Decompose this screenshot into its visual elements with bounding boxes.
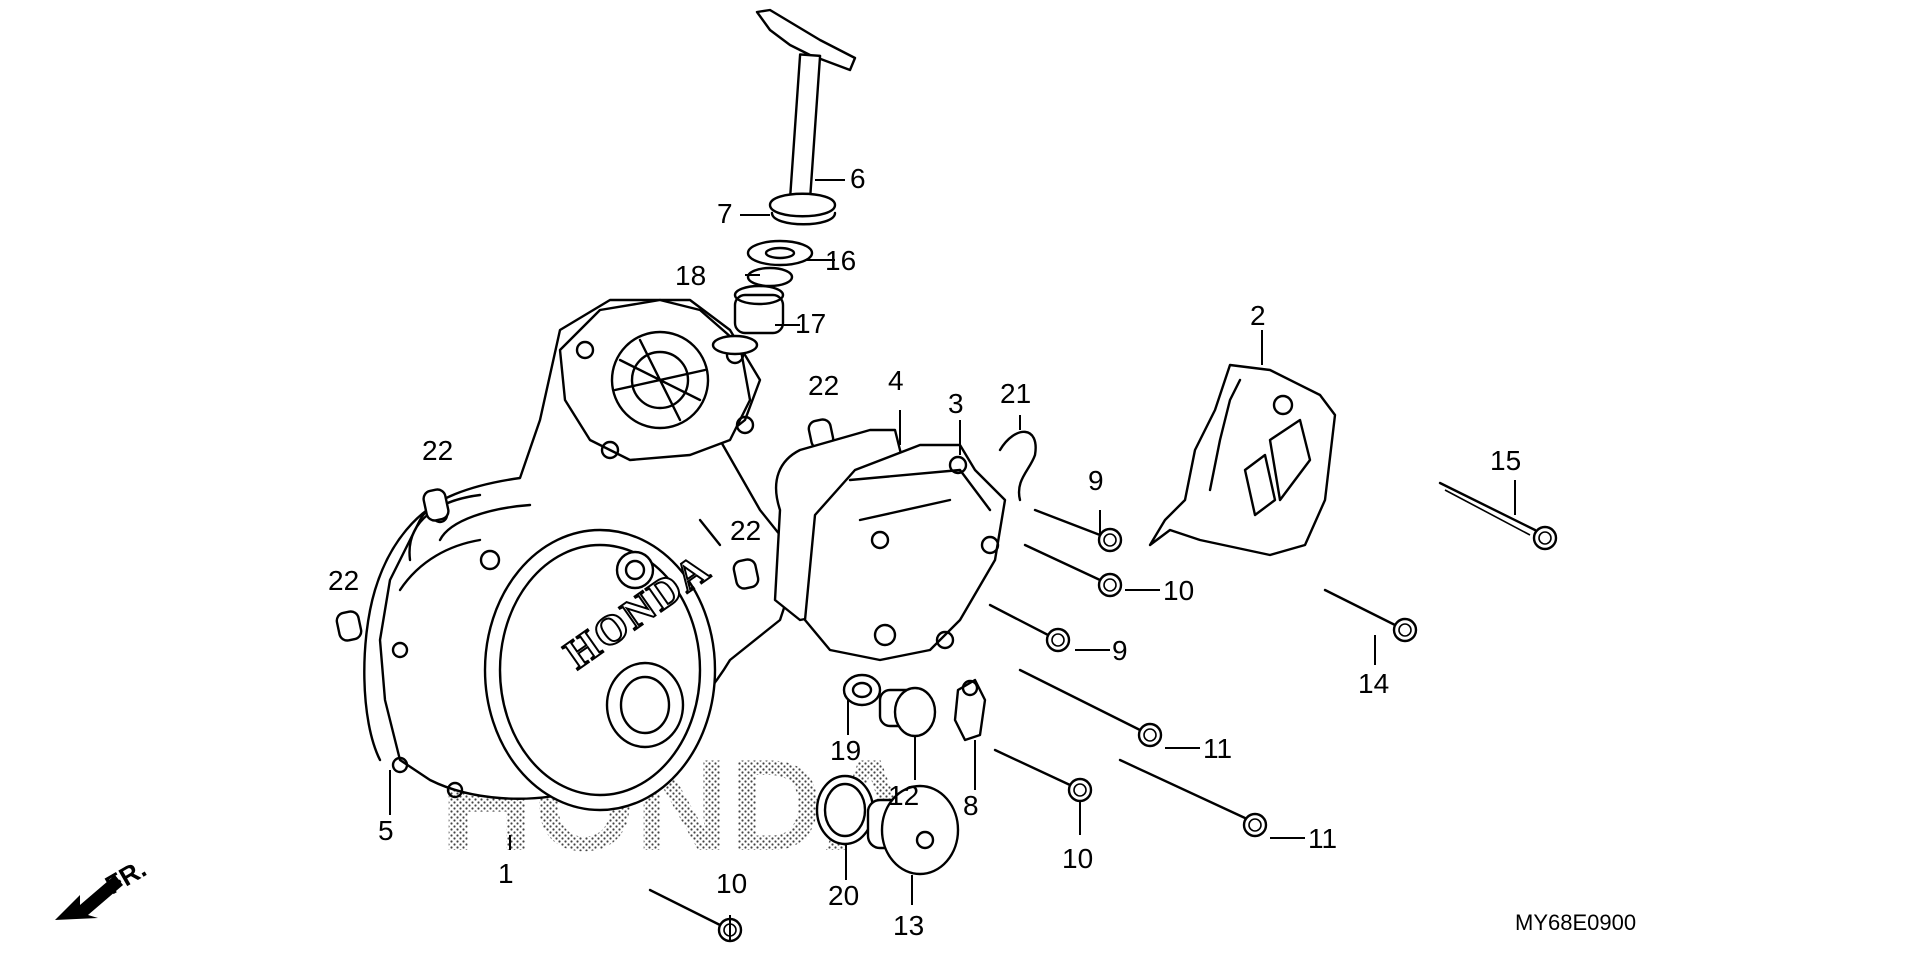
small-cover-and-gasket	[773, 428, 1007, 662]
callout-5: 5	[378, 815, 394, 846]
callout-22-left-upper: 22	[422, 435, 453, 466]
callout-6: 6	[850, 163, 866, 194]
callout-15: 15	[1490, 445, 1521, 476]
callout-10-middle: 10	[1062, 843, 1093, 874]
callout-7: 7	[717, 198, 733, 229]
hose-clip	[998, 430, 1037, 502]
water-pump-shaft-assembly	[711, 8, 857, 356]
cover-gasket	[363, 498, 447, 762]
left-crankcase-cover: HONDA	[378, 298, 802, 812]
callout-11-lower: 11	[1308, 823, 1337, 854]
callout-14: 14	[1358, 668, 1389, 699]
plugs-and-seals	[815, 673, 987, 876]
callout-20: 20	[828, 880, 859, 911]
callout-12: 12	[888, 780, 919, 811]
diagram-code: MY68E0900	[1515, 910, 1636, 935]
callout-10-upper: 10	[1163, 575, 1194, 606]
callout-16: 16	[825, 245, 856, 276]
callout-9-lower: 9	[1112, 635, 1128, 666]
callout-3: 3	[948, 388, 964, 419]
callout-8: 8	[963, 790, 979, 821]
front-arrow-icon	[55, 875, 123, 920]
callout-labels: 1 2 3 4 5 6 7 8 9 9 10 10 10 11 11 12 13…	[328, 163, 1636, 941]
callout-1: 1	[498, 858, 514, 889]
bolts	[648, 481, 1558, 943]
dowel-pins	[335, 418, 835, 642]
callout-9-upper: 9	[1088, 465, 1104, 496]
callout-22-center: 22	[730, 515, 761, 546]
leader-lines	[389, 179, 1516, 942]
drive-sprocket-cover	[1148, 363, 1337, 557]
callout-17: 17	[795, 308, 826, 339]
callout-11-upper: 11	[1203, 733, 1232, 764]
callout-10-bottom: 10	[716, 868, 747, 899]
callout-18: 18	[675, 260, 706, 291]
callout-19: 19	[830, 735, 861, 766]
callout-4: 4	[888, 365, 904, 396]
callout-13: 13	[893, 910, 924, 941]
callout-2: 2	[1250, 300, 1266, 331]
callout-22-top: 22	[808, 370, 839, 401]
callout-21: 21	[1000, 378, 1031, 409]
front-direction-indicator: FR.	[55, 853, 151, 920]
callout-22-left-lower: 22	[328, 565, 359, 596]
